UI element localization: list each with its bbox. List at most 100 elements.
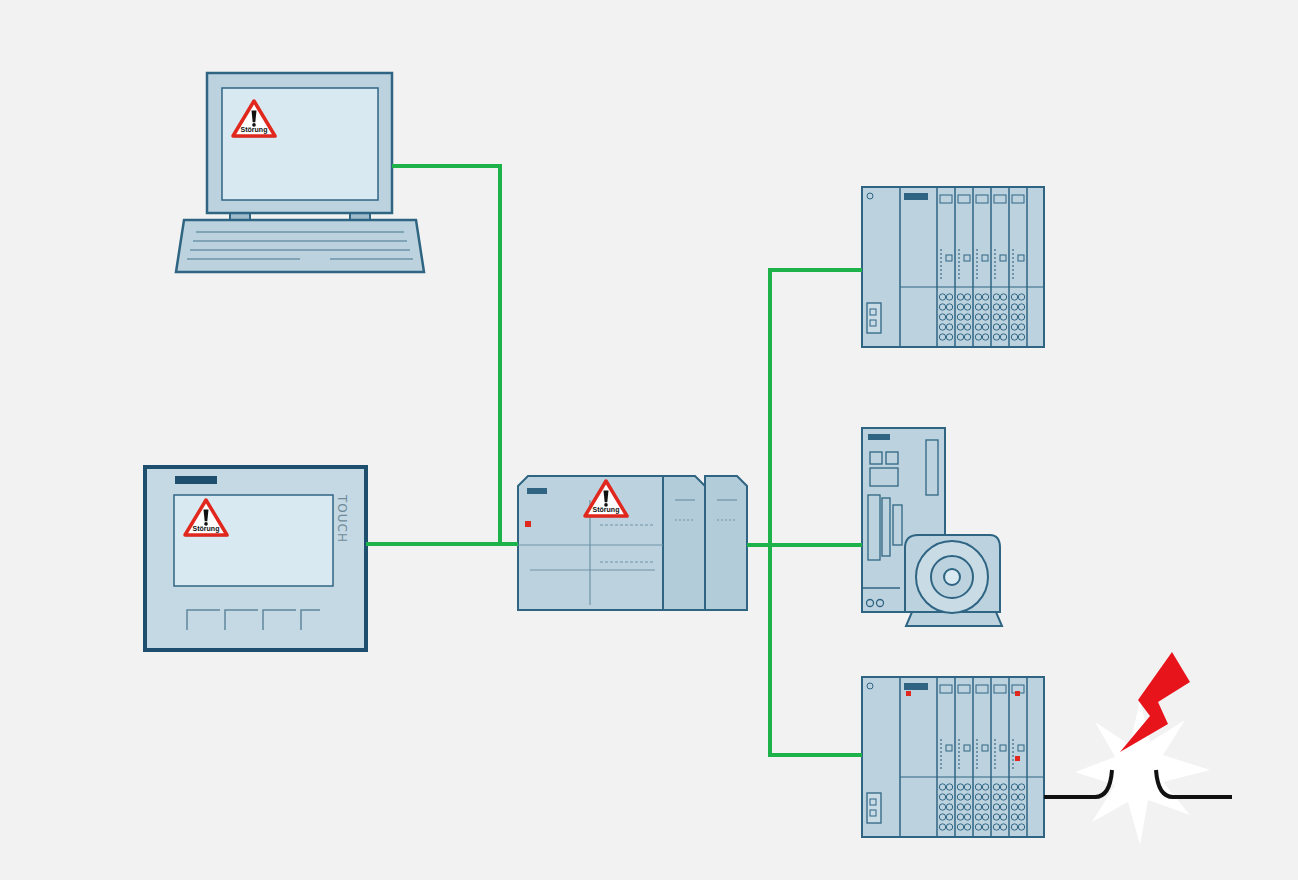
io-led [994,253,996,255]
io-label-field [940,685,952,693]
io-terminal [1011,314,1017,320]
fieldbus-lines [747,270,862,755]
error-led [1015,691,1020,696]
io-terminal [1018,294,1024,300]
io-led [976,759,978,761]
exclamation-bar [204,510,209,522]
io-led [976,767,978,769]
io-led [1012,763,1014,765]
io-terminal [964,824,970,830]
io-label-field [958,685,970,693]
io-led [1012,755,1014,757]
io-led [940,253,942,255]
io-terminal [946,334,952,340]
io-led [940,759,942,761]
io-led [958,261,960,263]
io-led [976,747,978,749]
error-led [1015,756,1020,761]
io-led [958,265,960,267]
io-led [958,743,960,745]
io-label-field [958,195,970,203]
io-led [1012,269,1014,271]
io-led [1012,767,1014,769]
io-indicator [1000,745,1006,751]
warning-sign: Störung [582,478,630,520]
motor-body [905,535,1000,612]
io-plug-pin [870,810,876,816]
exclamation-bar [604,491,609,503]
io-terminal [964,314,970,320]
io-divider [900,286,1044,287]
io-indicator [946,745,952,751]
io-led [994,269,996,271]
device-node: Störung [207,73,392,213]
io-led [958,751,960,753]
io-led [940,739,942,741]
io-terminal [957,824,963,830]
io-terminal [939,824,945,830]
io-power-plug [867,793,881,823]
io-terminal [1018,304,1024,310]
laptop-keys [187,232,413,259]
io-terminal [939,804,945,810]
motor-flange [916,541,988,613]
io-terminal [939,294,945,300]
io-indicator [1018,745,1024,751]
io-terminal [964,334,970,340]
lightning-bolt [1120,652,1190,752]
io-terminal [975,314,981,320]
io-terminal [957,804,963,810]
bus-line [768,753,862,757]
io-terminal [975,824,981,830]
io-led [994,743,996,745]
io-station [862,677,1044,837]
hmi-screen [174,495,333,586]
io-led [940,755,942,757]
io-terminal [1011,794,1017,800]
motor-feet [906,612,1002,626]
io-plug-pin [870,799,876,805]
io-terminal [975,804,981,810]
io-led [940,261,942,263]
motor-hub [931,556,973,598]
io-housing [862,677,1044,837]
warning-sign: Störung [230,98,278,140]
bus-line [770,543,862,547]
io-divider [1026,187,1028,347]
io-terminal [1000,784,1006,790]
io-terminal [957,784,963,790]
io-led [976,751,978,753]
laptop-screen [222,88,378,200]
plc-module [705,476,747,610]
io-divider [990,187,992,347]
io-terminal [982,304,988,310]
io-terminal [1011,324,1017,330]
io-terminal [982,314,988,320]
io-led [958,767,960,769]
io-terminal [1018,824,1024,830]
io-terminal [1011,294,1017,300]
io-terminal [993,794,999,800]
hmi-keys [187,610,320,630]
plc-module [663,476,705,610]
io-terminal [1018,314,1024,320]
io-led [940,257,942,259]
hmi-panel [145,467,366,650]
io-terminal [1011,814,1017,820]
io-screw [867,683,873,689]
io-terminal [975,784,981,790]
io-terminal [957,304,963,310]
io-divider [899,677,901,837]
io-terminal [964,794,970,800]
io-led [976,743,978,745]
io-terminal [982,794,988,800]
warning-triangle [182,497,230,539]
io-led [958,759,960,761]
io-led [994,261,996,263]
io-terminal [939,334,945,340]
io-terminal [939,314,945,320]
io-led [940,265,942,267]
io-led [1012,739,1014,741]
